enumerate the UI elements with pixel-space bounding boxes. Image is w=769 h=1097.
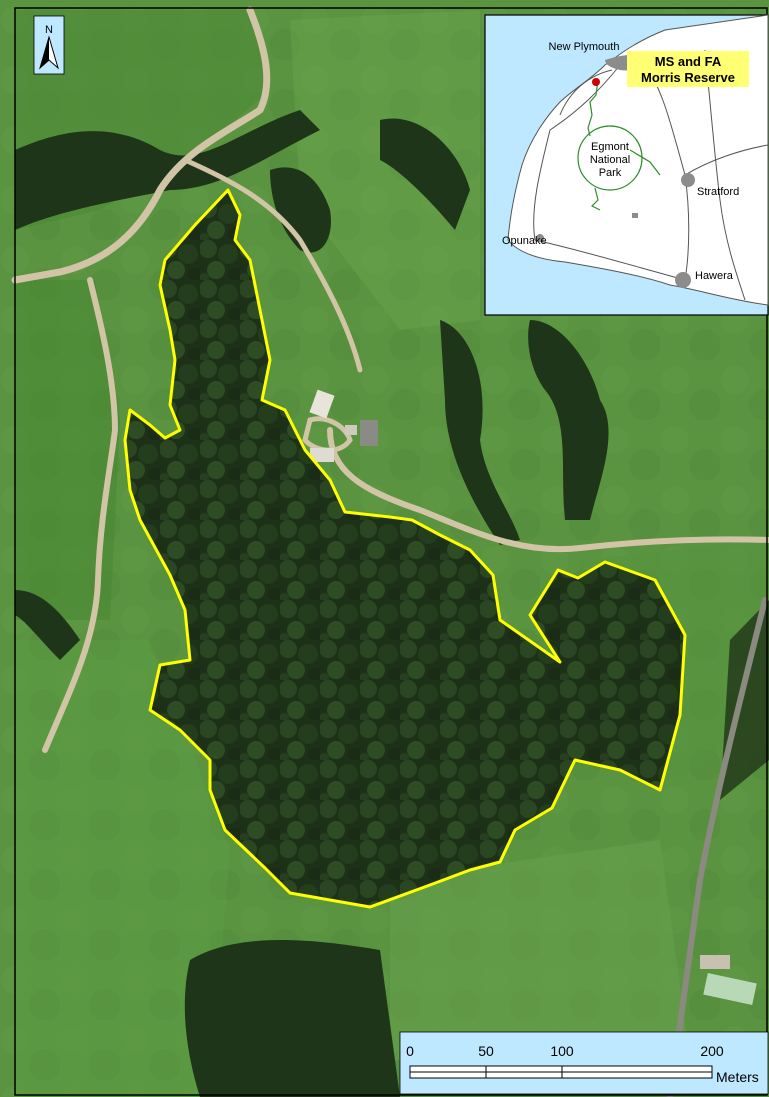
north-arrow-label: N <box>45 24 53 36</box>
inset-label-stratford: Stratford <box>697 186 739 198</box>
farm-buildings <box>309 389 757 1005</box>
scale-tick-0: 0 <box>406 1043 414 1059</box>
north-arrow: N <box>33 15 65 75</box>
inset-label-new-plymouth: New Plymouth <box>549 41 620 53</box>
inset-site-marker <box>592 78 600 86</box>
scale-tick-50: 50 <box>478 1043 494 1059</box>
roads <box>11 6 769 1097</box>
inset-title-line1: MS and FA <box>655 54 722 69</box>
reserve-boundary <box>123 188 687 909</box>
inset-label-hawera: Hawera <box>695 270 734 282</box>
scale-units: Meters <box>716 1069 759 1085</box>
inset-title-line2: Morris Reserve <box>641 70 735 85</box>
reserve-forest <box>125 190 685 907</box>
inset-label-opunake: Opunake <box>502 235 547 247</box>
scale-tick-200: 200 <box>700 1043 724 1059</box>
inset-land <box>507 14 769 306</box>
inset-label-park-3: Park <box>599 167 622 179</box>
vegetation-strips <box>15 110 769 1097</box>
inset-title-highlight <box>627 51 749 87</box>
inset-map: New Plymouth MS and FA Morris Reserve Eg… <box>484 14 769 316</box>
inset-national-park <box>577 79 661 211</box>
scale-tick-100: 100 <box>550 1043 574 1059</box>
inset-label-park-2: National <box>590 154 630 166</box>
inset-label-park-1: Egmont <box>591 141 629 153</box>
scale-bar: 0 50 100 200 Meters <box>399 1031 769 1095</box>
map-frame <box>14 7 768 1096</box>
